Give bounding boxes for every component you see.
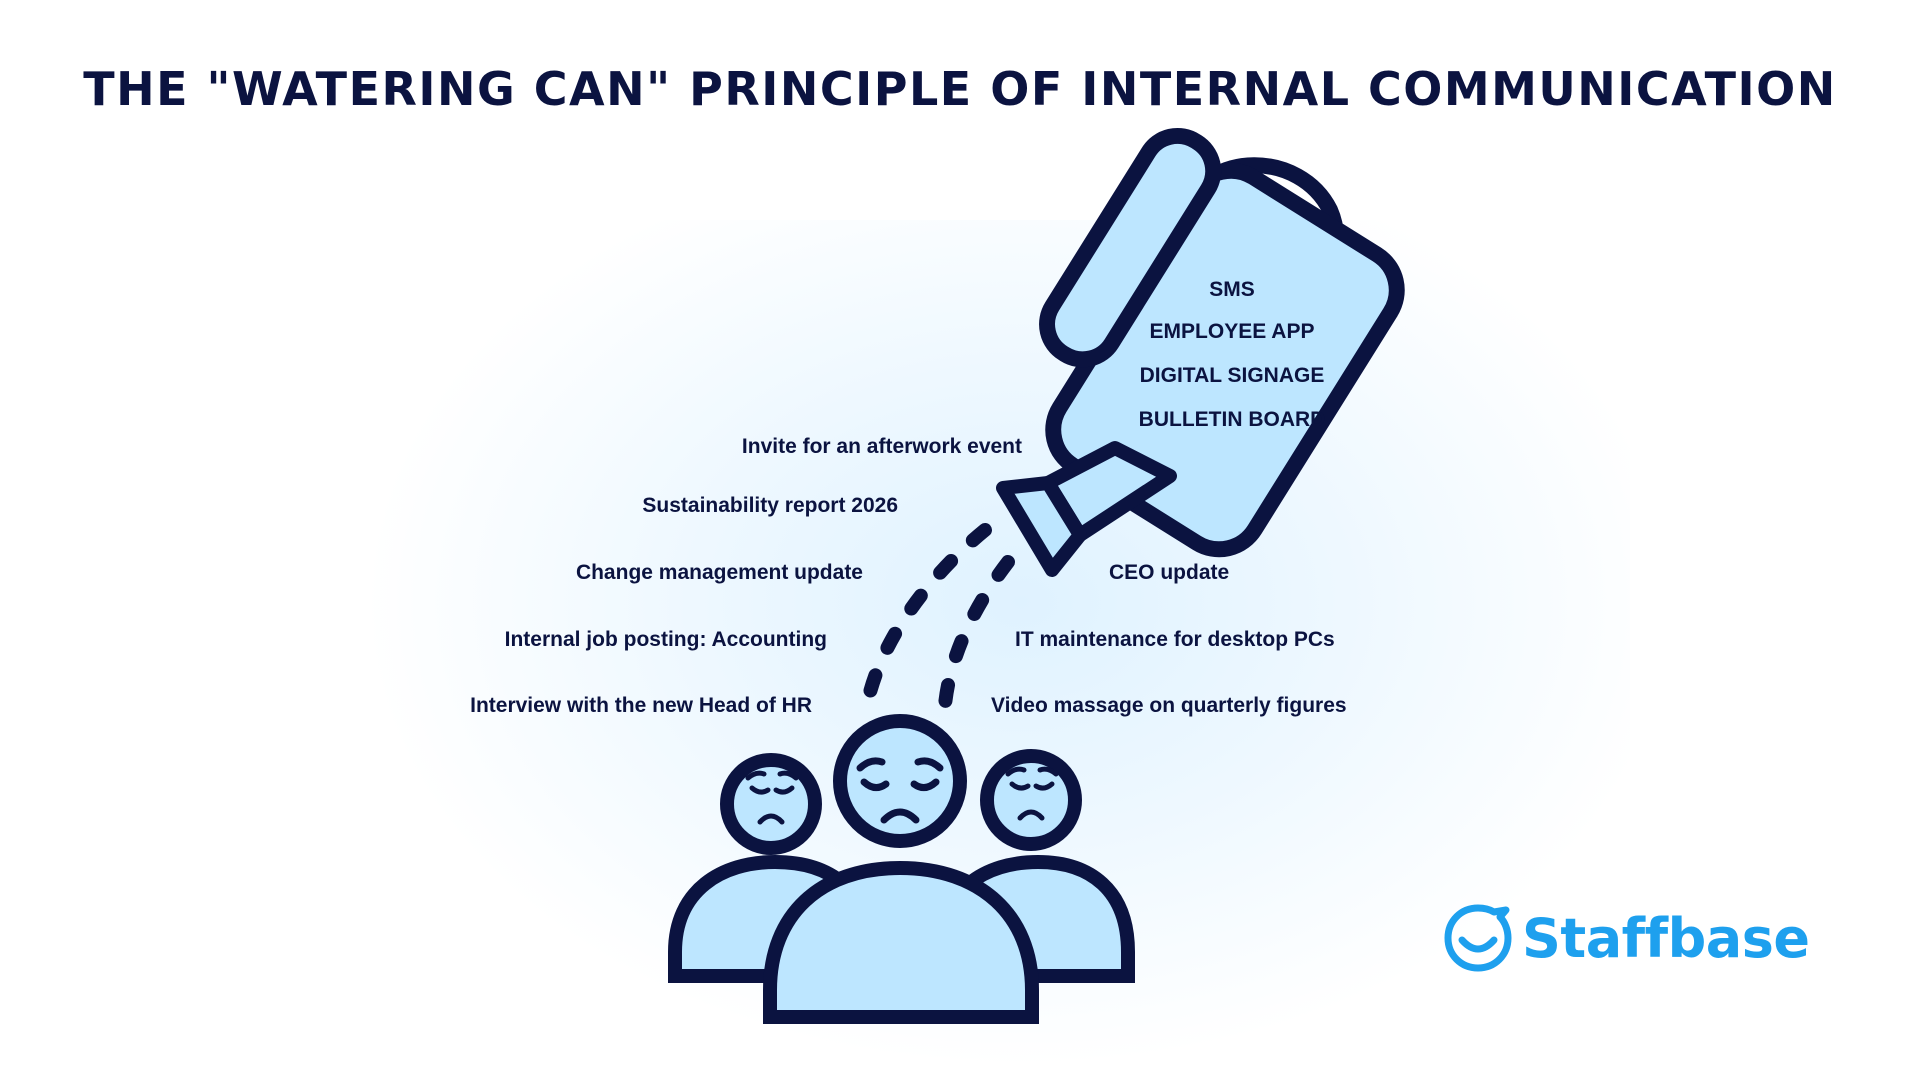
channel-sms: SMS — [1209, 278, 1255, 301]
staffbase-logo-icon — [1444, 904, 1512, 972]
message-change-management: Change management update — [575, 561, 863, 584]
staffbase-logo-text: Staffbase — [1522, 906, 1810, 970]
message-job-posting: Internal job posting: Accounting — [504, 628, 827, 651]
sad-face-center-icon — [856, 757, 944, 824]
sad-face-left-icon — [745, 770, 799, 825]
message-sustainability-report: Sustainability report 2026 — [642, 494, 898, 517]
message-head-of-hr-interview: Interview with the new Head of HR — [470, 694, 812, 717]
sad-face-right-icon — [1005, 766, 1059, 821]
water-stream-left — [860, 523, 992, 712]
message-it-maintenance: IT maintenance for desktop PCs — [1015, 628, 1335, 651]
channel-employee-app: EMPLOYEE APP — [1149, 320, 1315, 343]
message-quarterly-video: Video massage on quarterly figures — [991, 694, 1347, 717]
page-title: THE "WATERING CAN" PRINCIPLE OF INTERNAL… — [83, 62, 1837, 116]
staffbase-logo: Staffbase — [1442, 902, 1810, 974]
channel-bulletin-board: BULLETIN BOARD — [1138, 408, 1326, 431]
message-ceo-update: CEO update — [1109, 561, 1230, 584]
watering-can-spout-head — [996, 476, 1087, 577]
channel-digital-signage: DIGITAL SIGNAGE — [1139, 364, 1325, 387]
person-center — [763, 714, 1039, 1024]
water-stream-right — [938, 555, 1015, 712]
message-afterwork-event: Invite for an afterwork event — [741, 435, 1022, 458]
